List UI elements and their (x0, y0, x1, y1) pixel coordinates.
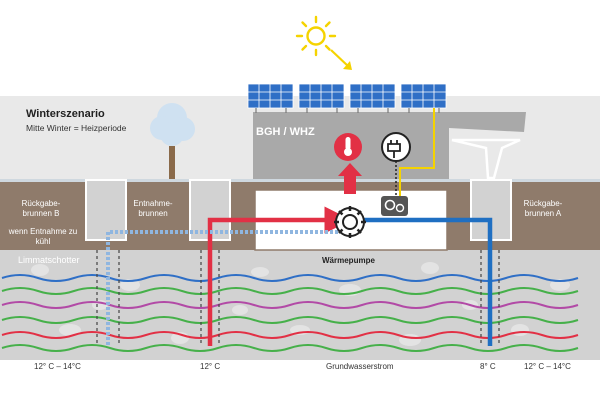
thermometer-icon (334, 133, 362, 161)
temp-extraction: 12° C (200, 362, 221, 371)
flow-line (1, 344, 579, 352)
well-a-label: Rückgabe- brunnen A (523, 199, 563, 218)
extraction-well-label: Entnahme- brunnen (133, 199, 173, 218)
well-b-note: wenn Entnahme zu kühl (8, 227, 78, 246)
ground-line (0, 179, 600, 182)
tree-icon (150, 103, 195, 180)
gear-icon (334, 206, 366, 238)
sunlight-arrowhead (343, 61, 352, 70)
top-white-area (0, 0, 600, 96)
solar-panel (247, 83, 294, 109)
flow-line (1, 331, 579, 339)
scenario-subtitle: Mitte Winter = Heizperiode (26, 123, 127, 133)
groundwater-flow-label: Grundwasserstrom (326, 362, 394, 371)
temp-return-a: 8° C (480, 362, 496, 371)
sunlight-arrow (330, 49, 350, 68)
heat-pump-label: Wärmepumpe (322, 256, 375, 265)
solar-panel (400, 83, 447, 109)
building-roof-overhang (449, 112, 526, 132)
controller-gears (381, 196, 408, 216)
warm-supply-pipe (207, 206, 352, 346)
flow-line (1, 301, 579, 309)
solar-panel (298, 83, 345, 109)
solar-panel (349, 83, 396, 109)
well-screens (96, 250, 500, 346)
solar-power-line (399, 108, 435, 196)
temp-right: 12° C – 14°C (524, 362, 571, 371)
sun-icon (295, 15, 337, 57)
well-shaft-b (85, 179, 127, 241)
power-plug-icon (381, 132, 411, 162)
well-b-label: Rückgabe- brunnen B (21, 199, 61, 218)
bottom-white-area (0, 360, 600, 400)
temp-left: 12° C – 14°C (34, 362, 81, 371)
solar-panels (247, 83, 447, 113)
building-label: BGH / WHZ (256, 126, 315, 138)
aquifer-label: Limmatschotter (18, 255, 80, 265)
return-b-pipe (106, 230, 338, 346)
awning-frame (451, 138, 521, 180)
cold-return-pipe (362, 217, 493, 346)
heat-output-arrow (338, 163, 362, 194)
gravel-aquifer (0, 250, 600, 360)
scenario-title: Winterszenario (26, 108, 105, 120)
